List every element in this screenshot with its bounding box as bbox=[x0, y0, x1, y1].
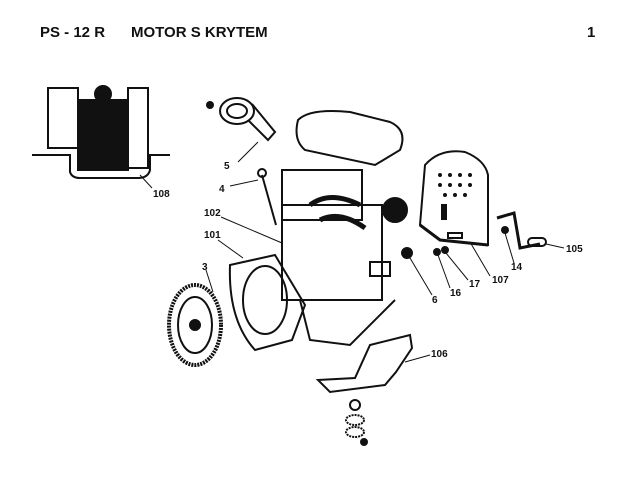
part-label-14: 14 bbox=[511, 262, 523, 273]
part-label-106: 106 bbox=[431, 349, 448, 360]
part-label-102: 102 bbox=[204, 208, 221, 219]
part-label-105: 105 bbox=[566, 244, 583, 255]
part-label-5: 5 bbox=[224, 161, 230, 172]
part-label-101: 101 bbox=[204, 230, 221, 241]
part-label-107: 107 bbox=[492, 275, 509, 286]
page-number: 1 bbox=[587, 24, 596, 41]
oil-pan-part bbox=[315, 333, 414, 446]
model-code: PS - 12 R bbox=[40, 24, 106, 41]
part-label-16: 16 bbox=[450, 288, 462, 299]
part-label-17: 17 bbox=[469, 279, 481, 290]
overview-thumbnail bbox=[32, 85, 170, 179]
part-label-4: 4 bbox=[219, 184, 225, 195]
flywheel-part bbox=[167, 283, 223, 367]
dipstick-part bbox=[261, 174, 277, 226]
engine-cover-part bbox=[418, 150, 489, 247]
part-label-3: 3 bbox=[202, 262, 208, 273]
engine-block-part bbox=[281, 110, 408, 347]
part-label-108: 108 bbox=[153, 189, 170, 200]
bell-housing-part bbox=[228, 253, 307, 352]
part-label-6: 6 bbox=[432, 295, 438, 306]
page-title: MOTOR S KRYTEM bbox=[131, 24, 268, 41]
air-filter-part bbox=[206, 97, 277, 142]
